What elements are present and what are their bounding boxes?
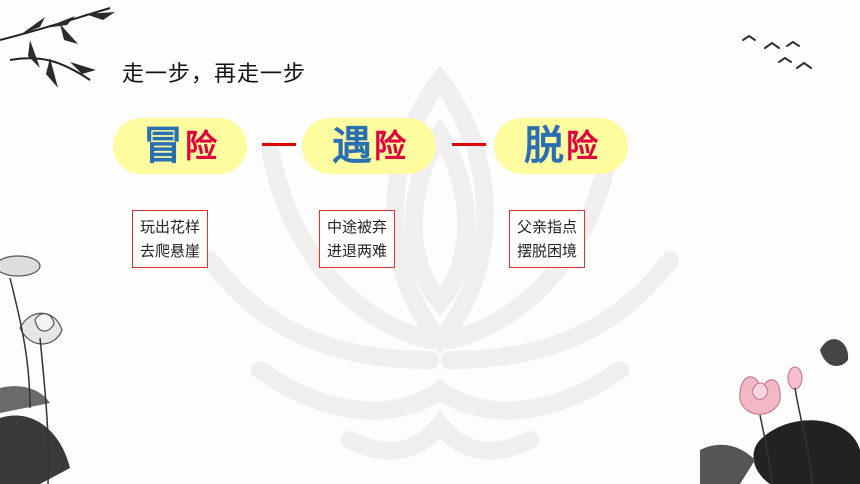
step-small-char: 险 bbox=[373, 127, 406, 165]
birds-icon bbox=[742, 34, 812, 69]
note-box: 中途被弃 进退两难 bbox=[319, 210, 396, 268]
note-line: 摆脱困境 bbox=[517, 242, 578, 260]
slide-subtitle: 走一步，再走一步 bbox=[122, 62, 307, 87]
arrow-connector bbox=[262, 143, 296, 146]
note-line: 中途被弃 bbox=[327, 218, 388, 236]
note-line: 去爬悬崖 bbox=[140, 242, 201, 260]
step-small-char: 险 bbox=[565, 127, 598, 165]
step-pill-danger: 遇 险 bbox=[302, 118, 436, 174]
note-line: 父亲指点 bbox=[517, 218, 578, 236]
note-line: 进退两难 bbox=[327, 242, 388, 260]
lotus-icon bbox=[700, 339, 860, 484]
step-pill-escape: 脱 险 bbox=[494, 118, 628, 174]
note-line: 玩出花样 bbox=[140, 218, 201, 236]
step-small-char: 险 bbox=[184, 127, 217, 165]
step-big-char: 遇 bbox=[331, 122, 372, 169]
step-pill-adventure: 冒 险 bbox=[113, 118, 247, 174]
arrow-connector bbox=[452, 143, 486, 146]
note-box: 玩出花样 去爬悬崖 bbox=[132, 210, 209, 268]
lotus-watermark-icon bbox=[201, 64, 679, 460]
step-big-char: 冒 bbox=[142, 122, 183, 169]
note-box: 父亲指点 摆脱困境 bbox=[509, 210, 586, 268]
step-big-char: 脱 bbox=[523, 122, 564, 169]
lotus-icon bbox=[0, 255, 70, 484]
bamboo-icon bbox=[0, 7, 115, 88]
